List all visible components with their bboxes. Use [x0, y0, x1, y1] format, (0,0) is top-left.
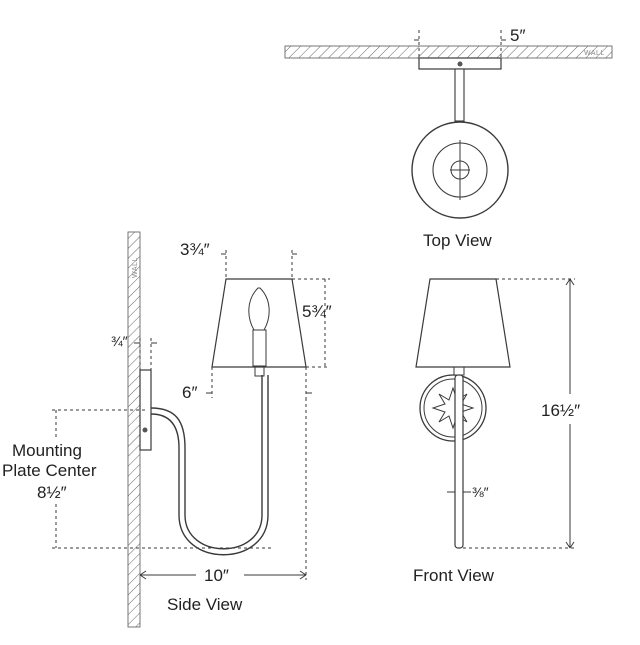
side-wall-label: WALL	[132, 257, 139, 278]
side-view: WALL 3¾″ 5¾″ 6″ ¾″	[2, 231, 332, 628]
side-backplate	[139, 369, 152, 451]
top-backplate-screw	[457, 61, 463, 67]
side-shade-bottom-dim: 6″	[182, 383, 197, 402]
side-backplate-screw	[142, 427, 148, 433]
side-wall	[127, 231, 141, 628]
top-arm	[454, 68, 465, 122]
top-view-label: Top View	[423, 231, 492, 250]
mounting-dim: 8½″	[37, 483, 67, 502]
front-stem-dim: ⅜″	[472, 484, 489, 500]
top-width-dim: 5″	[510, 26, 525, 45]
side-extension-dim: 10″	[204, 566, 229, 585]
front-star	[431, 386, 475, 430]
front-shade	[415, 278, 511, 368]
front-stem	[454, 374, 464, 549]
front-height-dim: 16½″	[541, 401, 580, 420]
side-shade-height-dim: 5¾″	[302, 302, 332, 321]
side-arm	[150, 375, 263, 550]
mounting-label-line2: Plate Center	[2, 461, 97, 480]
side-view-label: Side View	[167, 595, 243, 614]
mounting-label-line1: Mounting	[12, 441, 82, 460]
top-wall	[284, 45, 613, 59]
side-shade-top-dim: 3¾″	[180, 240, 210, 259]
side-shade	[211, 278, 307, 368]
side-plate-depth-dim: ¾″	[111, 333, 128, 349]
front-view: 16½″ ⅜″ Front View	[413, 278, 580, 585]
top-view: WALL 5″ Top View	[284, 26, 613, 250]
front-view-label: Front View	[413, 566, 495, 585]
top-wall-label: WALL	[584, 50, 605, 57]
front-socket-cup	[453, 366, 465, 376]
